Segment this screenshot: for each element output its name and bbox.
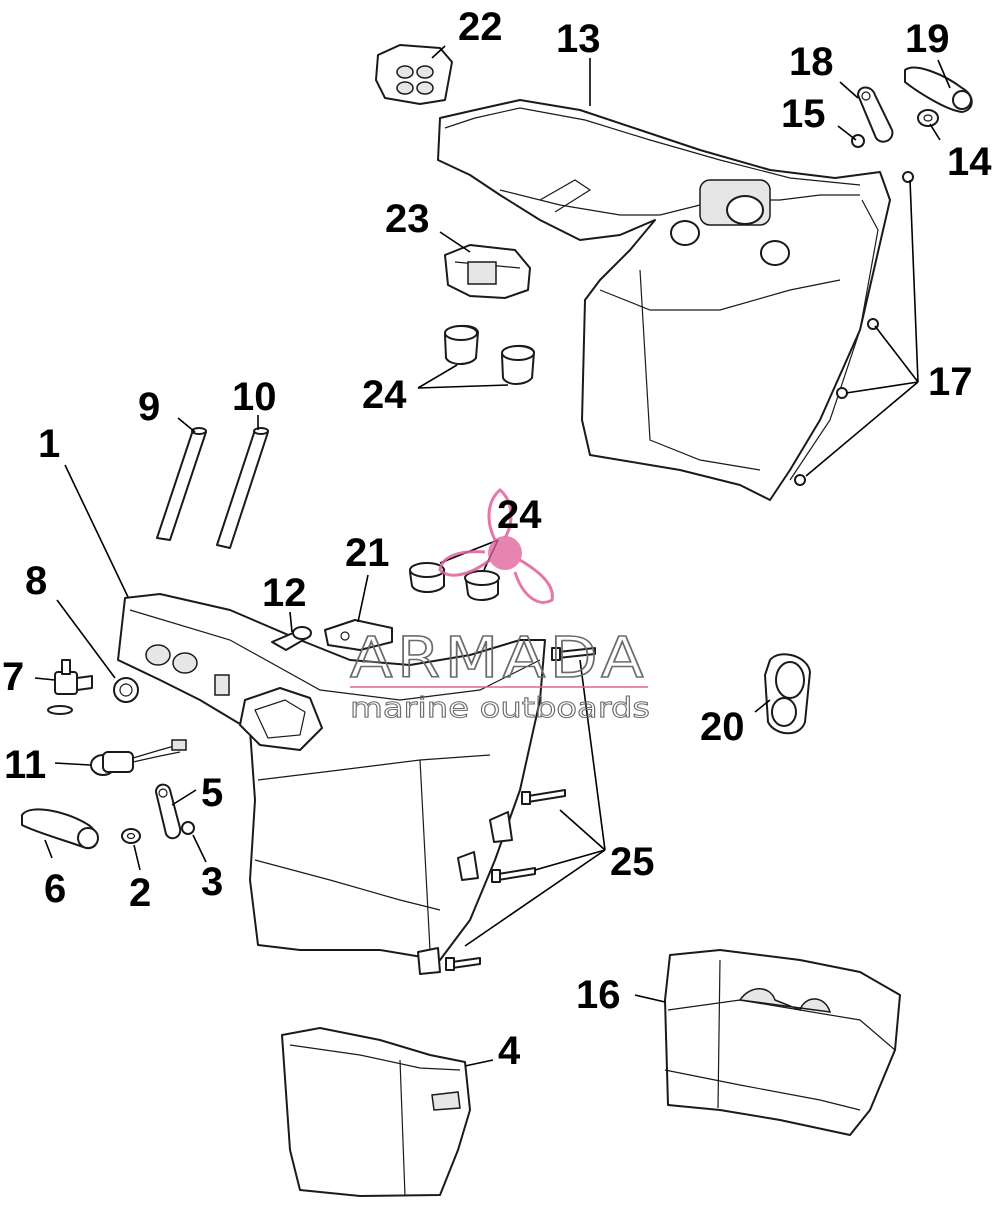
- part-9-rod: [156, 427, 207, 541]
- part-18-link: [857, 86, 894, 143]
- part-16-lower-cowl: [664, 949, 901, 1136]
- callout-24-lower: 24: [497, 493, 542, 537]
- callout-20: 20: [700, 705, 745, 749]
- callout-2: 2: [129, 871, 151, 915]
- watermark-logo-hub: [488, 536, 522, 570]
- callout-13: 13: [556, 17, 601, 61]
- part-14-washer: [917, 109, 939, 127]
- callout-15: 15: [781, 92, 826, 136]
- watermark-tagline: marine outboards: [350, 691, 650, 724]
- part-4-lower-panel: [281, 1027, 471, 1197]
- part-23-bracket: [444, 244, 531, 299]
- callout-9: 9: [138, 385, 160, 429]
- watermark-logo: [438, 488, 554, 604]
- part-13-upper-cowl: [437, 99, 891, 501]
- part-1-lower-cover: [117, 593, 546, 975]
- callout-18: 18: [789, 40, 834, 84]
- part-21-clip: [324, 619, 393, 651]
- part-7-valve: [47, 659, 93, 715]
- part-15-screw: [851, 134, 865, 148]
- part-11-sensor: [90, 739, 187, 776]
- part-10-rod: [216, 427, 269, 549]
- watermark-logo-blade-1: [487, 488, 513, 541]
- callout-1: 1: [38, 422, 60, 466]
- part-6-lever: [21, 808, 99, 850]
- callout-16: 16: [576, 973, 621, 1017]
- watermark-logo-blade-3: [438, 550, 491, 577]
- leader-lines: [34, 45, 951, 1067]
- part-19-latch-lever: [904, 66, 973, 113]
- part-8-plug: [113, 677, 139, 703]
- callout-10: 10: [232, 375, 277, 419]
- callout-19: 19: [905, 17, 950, 61]
- callout-8: 8: [25, 559, 47, 603]
- watermark: ARMADA marine outboards: [349, 488, 651, 725]
- callout-6: 6: [44, 867, 66, 911]
- callout-14: 14: [947, 140, 992, 184]
- callout-7: 7: [2, 655, 24, 699]
- callout-21: 21: [345, 531, 390, 575]
- part-24-grommets-upper: [444, 324, 535, 385]
- part-25-screws: [445, 647, 596, 971]
- part-22-grille: [375, 44, 453, 105]
- callouts: 22 13 19 18 15 14 23 17 24 9 10 1 24 21 …: [2, 5, 992, 1073]
- callout-11: 11: [4, 743, 46, 787]
- callout-5: 5: [201, 771, 223, 815]
- callout-24-upper: 24: [362, 373, 407, 417]
- part-5-link: [155, 783, 182, 840]
- callout-17: 17: [928, 360, 973, 404]
- callout-25: 25: [610, 840, 655, 884]
- watermark-brand: ARMADA: [350, 626, 648, 691]
- callout-22: 22: [458, 5, 503, 49]
- part-24-grommets-lower: [409, 562, 500, 601]
- part-20-seal: [764, 653, 811, 735]
- callout-23: 23: [385, 197, 430, 241]
- part-2-washer: [121, 828, 141, 844]
- callout-4: 4: [498, 1029, 521, 1073]
- callout-3: 3: [201, 860, 223, 904]
- part-3-screw: [181, 821, 195, 835]
- watermark-logo-blade-2: [513, 558, 554, 604]
- part-12-fitting: [271, 626, 312, 651]
- callout-12: 12: [262, 571, 307, 615]
